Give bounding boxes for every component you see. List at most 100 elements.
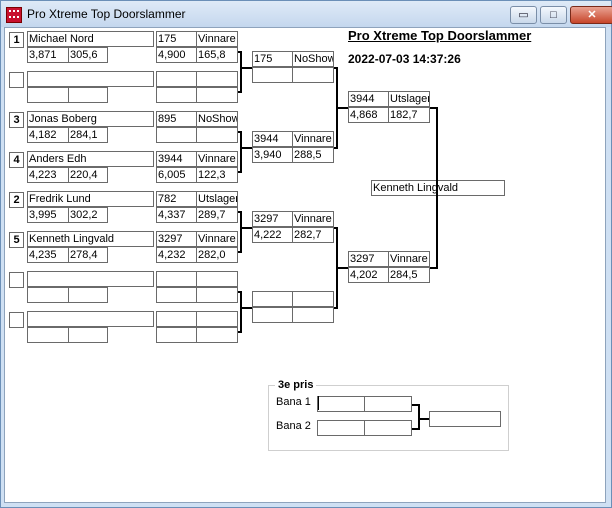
r2-result-field[interactable]: NoShow — [292, 51, 334, 67]
speed-field[interactable]: 305,6 — [68, 47, 108, 63]
connector-line — [240, 307, 252, 309]
r2-result-field[interactable]: Vinnare — [292, 211, 334, 227]
driver-name-field[interactable]: Jonas Boberg — [27, 111, 154, 127]
title-bar[interactable]: Pro Xtreme Top Doorslammer ▭ □ ✕ — [1, 1, 612, 27]
result-field[interactable]: Vinnare — [196, 151, 238, 167]
close-button[interactable]: ✕ — [570, 6, 612, 24]
et-field[interactable] — [156, 71, 197, 87]
driver-name-field[interactable]: Michael Nord — [27, 31, 154, 47]
reaction-time-field[interactable] — [27, 287, 69, 303]
speed-field[interactable] — [68, 87, 108, 103]
speed2-field[interactable]: 165,8 — [196, 47, 238, 63]
speed2-field[interactable] — [196, 287, 238, 303]
rt2-field[interactable]: 6,005 — [156, 167, 197, 183]
et-field[interactable] — [156, 311, 197, 327]
semi-rt-field[interactable]: 4,868 — [348, 107, 389, 123]
r2-result-field[interactable]: Vinnare — [292, 131, 334, 147]
r2-rt-field[interactable] — [252, 67, 293, 83]
result-field[interactable] — [196, 71, 238, 87]
lane-2-field-a[interactable] — [317, 420, 365, 436]
speed2-field[interactable] — [196, 327, 238, 343]
lane-1-field-a[interactable] — [317, 396, 365, 412]
driver-name-field[interactable] — [27, 311, 154, 327]
r2-et-field[interactable]: 3297 — [252, 211, 293, 227]
speed2-field[interactable] — [196, 87, 238, 103]
et-field[interactable]: 175 — [156, 31, 197, 47]
speed2-field[interactable]: 122,3 — [196, 167, 238, 183]
speed-field[interactable]: 284,1 — [68, 127, 108, 143]
connector-line — [240, 211, 242, 253]
rt2-field[interactable]: 4,337 — [156, 207, 197, 223]
result-field[interactable] — [196, 271, 238, 287]
et-field[interactable]: 782 — [156, 191, 197, 207]
speed-field[interactable] — [68, 287, 108, 303]
winner-field[interactable]: Kenneth Lingvald — [371, 180, 505, 196]
semi-speed-field[interactable]: 182,7 — [388, 107, 430, 123]
driver-name-field[interactable]: Kenneth Lingvald — [27, 231, 154, 247]
semi-et-field[interactable]: 3297 — [348, 251, 389, 267]
connector-line — [436, 107, 438, 269]
et-field[interactable]: 3297 — [156, 231, 197, 247]
r2-speed-field[interactable]: 288,5 — [292, 147, 334, 163]
speed-field[interactable] — [68, 327, 108, 343]
driver-name-field[interactable]: Anders Edh — [27, 151, 154, 167]
driver-name-field[interactable]: Fredrik Lund — [27, 191, 154, 207]
semi-result-field[interactable]: Utslager — [388, 91, 430, 107]
seed-number: 1 — [9, 32, 24, 48]
result-field[interactable]: Vinnare — [196, 31, 238, 47]
semi-result-field[interactable]: Vinnare — [388, 251, 430, 267]
connector-line — [240, 291, 242, 333]
et-field[interactable] — [156, 271, 197, 287]
semi-rt-field[interactable]: 4,202 — [348, 267, 389, 283]
driver-name-field[interactable] — [27, 271, 154, 287]
r2-rt-field[interactable]: 3,940 — [252, 147, 293, 163]
speed2-field[interactable] — [196, 127, 238, 143]
driver-name-field[interactable] — [27, 71, 154, 87]
connector-line — [336, 267, 348, 269]
reaction-time-field[interactable]: 4,223 — [27, 167, 69, 183]
et-field[interactable]: 3944 — [156, 151, 197, 167]
third-place-title: 3e pris — [275, 379, 317, 391]
lane-2-label: Bana 2 — [276, 420, 311, 432]
reaction-time-field[interactable] — [27, 87, 69, 103]
rt2-field[interactable] — [156, 287, 197, 303]
et-field[interactable]: 895 — [156, 111, 197, 127]
result-field[interactable]: Vinnare — [196, 231, 238, 247]
connector-line — [240, 147, 252, 149]
minimize-button[interactable]: ▭ — [510, 6, 537, 24]
r2-et-field[interactable] — [252, 291, 293, 307]
semi-speed-field[interactable]: 284,5 — [388, 267, 430, 283]
semi-et-field[interactable]: 3944 — [348, 91, 389, 107]
speed-field[interactable]: 220,4 — [68, 167, 108, 183]
r2-speed-field[interactable]: 282,7 — [292, 227, 334, 243]
r2-rt-field[interactable]: 4,222 — [252, 227, 293, 243]
connector-line — [430, 267, 438, 269]
rt2-field[interactable] — [156, 327, 197, 343]
lane-2-field-b[interactable] — [364, 420, 412, 436]
speed2-field[interactable]: 289,7 — [196, 207, 238, 223]
rt2-field[interactable]: 4,232 — [156, 247, 197, 263]
speed-field[interactable]: 278,4 — [68, 247, 108, 263]
reaction-time-field[interactable]: 4,182 — [27, 127, 69, 143]
result-field[interactable] — [196, 311, 238, 327]
reaction-time-field[interactable] — [27, 327, 69, 343]
reaction-time-field[interactable]: 3,995 — [27, 207, 69, 223]
speed2-field[interactable]: 282,0 — [196, 247, 238, 263]
rt2-field[interactable] — [156, 87, 197, 103]
r2-et-field[interactable]: 3944 — [252, 131, 293, 147]
third-place-winner-field[interactable] — [429, 411, 501, 427]
rt2-field[interactable]: 4,900 — [156, 47, 197, 63]
lane-1-field-b[interactable] — [364, 396, 412, 412]
r2-speed-field[interactable] — [292, 67, 334, 83]
reaction-time-field[interactable]: 3,871 — [27, 47, 69, 63]
maximize-button[interactable]: □ — [540, 6, 567, 24]
reaction-time-field[interactable]: 4,235 — [27, 247, 69, 263]
result-field[interactable]: Utslager — [196, 191, 238, 207]
r2-speed-field[interactable] — [292, 307, 334, 323]
r2-rt-field[interactable] — [252, 307, 293, 323]
r2-et-field[interactable]: 175 — [252, 51, 293, 67]
r2-result-field[interactable] — [292, 291, 334, 307]
result-field[interactable]: NoShow — [196, 111, 238, 127]
speed-field[interactable]: 302,2 — [68, 207, 108, 223]
rt2-field[interactable] — [156, 127, 197, 143]
